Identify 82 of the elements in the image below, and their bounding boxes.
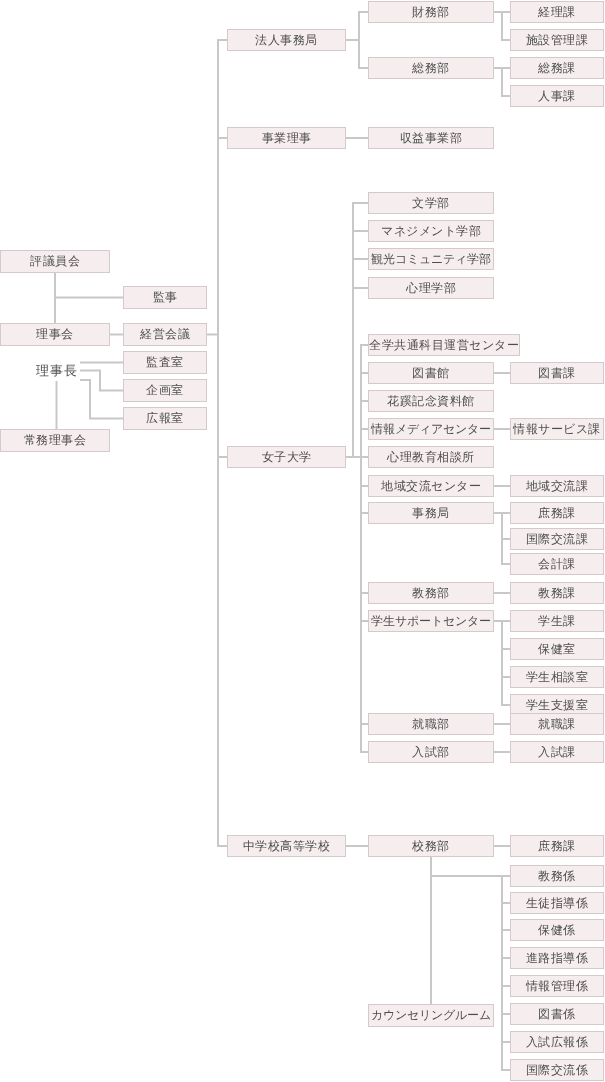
connector-line [109,333,124,336]
org-box: 花蹊記念資料館 [368,390,494,412]
connector-line [493,723,511,725]
org-box: 情報サービス課 [510,418,604,440]
org-box: 収益事業部 [368,127,494,149]
org-box: 教務課 [510,582,604,604]
org-box: 広報室 [123,407,207,430]
org-box: 経営会議 [123,323,207,346]
org-box: 進路指導係 [510,947,604,969]
org-box: 施設管理課 [510,29,604,51]
org-box: 監査室 [123,351,207,374]
org-box: 図書課 [510,362,604,384]
org-box: 校務部 [368,835,494,857]
connector-line [493,751,511,753]
org-box: 学生支援室 [510,694,604,716]
connector-line [345,845,369,847]
connector-line [54,272,124,324]
org-box: 庶務課 [510,502,604,524]
connector-line [79,379,124,420]
org-box: 国際交流課 [510,528,604,550]
org-box: 監事 [123,286,207,309]
org-box: 就職課 [510,713,604,735]
connector-line [493,620,511,706]
connector-line [493,845,511,847]
org-box: 庶務課 [510,835,604,857]
org-box: 女子大学 [227,446,346,468]
org-box: 総務課 [510,57,604,79]
org-box: 事業理事 [227,127,346,149]
connector-line [55,380,58,430]
connector-line [493,512,511,565]
org-box: マネジメント学部 [368,220,494,242]
org-box: 就職部 [368,713,494,735]
org-box: 評議員会 [0,250,110,273]
connector-line [493,67,511,97]
org-box: 総務部 [368,57,494,79]
connector-line [430,856,511,1071]
connector-line [493,592,511,594]
org-box: 図書館 [368,362,494,384]
org-box: 情報メディアセンター [368,418,494,440]
org-box: 人事課 [510,85,604,107]
connector-line [345,11,369,69]
org-box: 学生サポートセンター [368,610,494,632]
connector-line [493,428,511,430]
org-box: 教務係 [510,865,604,887]
org-box: 常務理事会 [0,429,110,452]
org-box: 入試部 [368,741,494,763]
org-box: 全学共通科目運営センター [368,334,520,356]
org-box: 地域交流課 [510,475,604,497]
org-box: 心理学部 [368,277,494,299]
org-box: 入試課 [510,741,604,763]
org-box: 保健室 [510,638,604,660]
connector-line [79,369,124,392]
connector-line [493,11,511,41]
org-box: 理事会 [0,323,110,346]
org-box: 保健係 [510,919,604,941]
org-box: 心理教育相談所 [368,446,494,468]
org-box: 教務部 [368,582,494,604]
org-box: 生徒指導係 [510,892,604,914]
org-box: 地域交流センター [368,475,494,497]
org-box: 事務局 [368,502,494,524]
connector-line [206,39,228,847]
org-box: 会計課 [510,553,604,575]
org-box: 観光コミュニティ学部 [368,248,494,270]
org-box: 財務部 [368,1,494,23]
connector-line [79,361,124,364]
org-box: 学生課 [510,610,604,632]
org-box: カウンセリングルーム [368,1004,494,1027]
org-box: 中学校高等学校 [227,835,346,857]
role-label: 理事長 [33,361,80,381]
org-box: 学生相談室 [510,666,604,688]
org-box: 図書係 [510,1003,604,1025]
org-box: 入試広報係 [510,1031,604,1053]
connector-line [345,202,369,753]
org-box: 経理課 [510,1,604,23]
org-box: 企画室 [123,379,207,402]
connector-line [493,485,511,487]
org-box: 国際交流係 [510,1059,604,1081]
connector-line [493,372,511,374]
org-box: 情報管理係 [510,975,604,997]
connector-line [345,137,369,139]
org-box: 法人事務局 [227,29,346,51]
org-box: 文学部 [368,192,494,214]
